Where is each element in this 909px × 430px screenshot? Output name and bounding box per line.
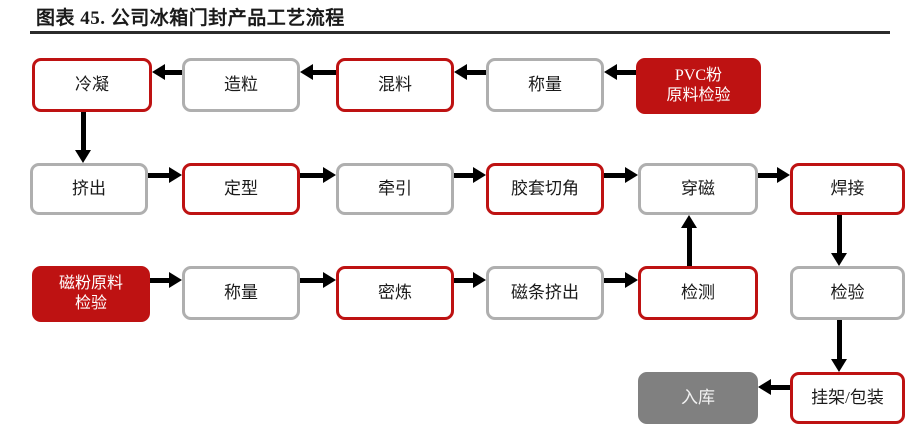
arrow-shaft xyxy=(454,172,476,178)
arrow-shaft xyxy=(768,384,790,390)
arrow-shaft xyxy=(162,69,182,75)
arrowhead-left-icon xyxy=(604,64,617,80)
arrow-shaft xyxy=(80,112,86,153)
flow-node-dingxing: 定型 xyxy=(182,163,300,215)
arrow-shaft xyxy=(300,277,326,283)
flow-node-jiaotao-qiejiao: 胶套切角 xyxy=(486,163,604,215)
arrow-shaft xyxy=(758,172,780,178)
arrow-guajia-to-ruku xyxy=(758,378,790,396)
arrow-shaft xyxy=(310,69,336,75)
flow-node-hanjie: 焊接 xyxy=(790,163,905,215)
arrow-shaft xyxy=(604,172,628,178)
arrowhead-right-icon xyxy=(323,272,336,288)
arrowhead-right-icon xyxy=(169,167,182,183)
flow-node-cifen-jianyan: 磁粉原料 检验 xyxy=(32,266,150,322)
arrow-chengliang1-to-hunliao xyxy=(454,63,486,81)
flow-node-citiao-jichu: 磁条挤出 xyxy=(486,266,604,320)
flow-node-ruku: 入库 xyxy=(638,372,758,424)
arrow-shaft xyxy=(300,172,326,178)
arrowhead-right-icon xyxy=(625,167,638,183)
arrow-lengning-to-jichu xyxy=(74,112,92,163)
arrow-jichu-to-dingxing xyxy=(148,166,182,184)
arrow-chuanci-to-hanjie xyxy=(758,166,790,184)
arrow-shaft xyxy=(604,277,628,283)
flow-node-jiance: 检测 xyxy=(638,266,758,320)
arrow-shaft xyxy=(148,172,172,178)
arrow-cifen-to-chengliang2 xyxy=(150,271,182,289)
arrow-dingxing-to-qianyin xyxy=(300,166,336,184)
arrowhead-left-icon xyxy=(300,64,313,80)
page-title: 图表 45. 公司冰箱门封产品工艺流程 xyxy=(36,8,345,29)
arrowhead-right-icon xyxy=(625,272,638,288)
flow-node-chengliang-1: 称量 xyxy=(486,58,604,112)
flow-node-pvc-jianyan: PVC粉 原料检验 xyxy=(636,58,761,114)
arrow-citiao-to-jiance xyxy=(604,271,638,289)
flow-node-lengning: 冷凝 xyxy=(32,58,152,112)
arrowhead-left-icon xyxy=(454,64,467,80)
arrow-zaoli-to-lengning xyxy=(152,63,182,81)
arrow-jianyan-to-guajia xyxy=(830,320,848,372)
arrow-shaft xyxy=(150,277,172,283)
arrow-mianlian-to-citiao xyxy=(454,271,486,289)
flow-node-zaoli: 造粒 xyxy=(182,58,300,112)
arrow-shaft xyxy=(464,69,486,75)
arrowhead-right-icon xyxy=(473,167,486,183)
flow-node-guajia-baozhuang: 挂架/包装 xyxy=(790,372,905,424)
flow-node-jichu: 挤出 xyxy=(30,163,148,215)
flow-node-chuanci: 穿磁 xyxy=(638,163,758,215)
flow-node-chengliang-2: 称量 xyxy=(182,266,300,320)
arrowhead-down-icon xyxy=(831,253,847,266)
arrow-qianyin-to-jiaotao xyxy=(454,166,486,184)
arrowhead-right-icon xyxy=(169,272,182,288)
arrowhead-down-icon xyxy=(831,359,847,372)
arrow-shaft xyxy=(614,69,636,75)
arrowhead-right-icon xyxy=(323,167,336,183)
arrow-chengliang2-to-mianlian xyxy=(300,271,336,289)
arrowhead-right-icon xyxy=(473,272,486,288)
arrow-jiance-to-chuanci xyxy=(680,215,698,266)
arrow-hunliao-to-zaoli xyxy=(300,63,336,81)
flow-node-qianyin: 牵引 xyxy=(336,163,454,215)
flow-node-mianlian: 密炼 xyxy=(336,266,454,320)
arrowhead-left-icon xyxy=(152,64,165,80)
arrow-shaft xyxy=(836,215,842,256)
arrowhead-up-icon xyxy=(681,215,697,228)
arrow-shaft xyxy=(686,225,692,266)
flow-node-jianyan: 检验 xyxy=(790,266,905,320)
arrow-shaft xyxy=(836,320,842,362)
arrowhead-right-icon xyxy=(777,167,790,183)
arrow-hanjie-to-jianyan xyxy=(830,215,848,266)
arrow-pvc-to-chengliang1 xyxy=(604,63,636,81)
arrowhead-down-icon xyxy=(75,150,91,163)
arrowhead-left-icon xyxy=(758,379,771,395)
arrow-shaft xyxy=(454,277,476,283)
flow-node-hunliao: 混料 xyxy=(336,58,454,112)
title-divider xyxy=(30,31,890,34)
arrow-jiaotao-to-chuanci xyxy=(604,166,638,184)
